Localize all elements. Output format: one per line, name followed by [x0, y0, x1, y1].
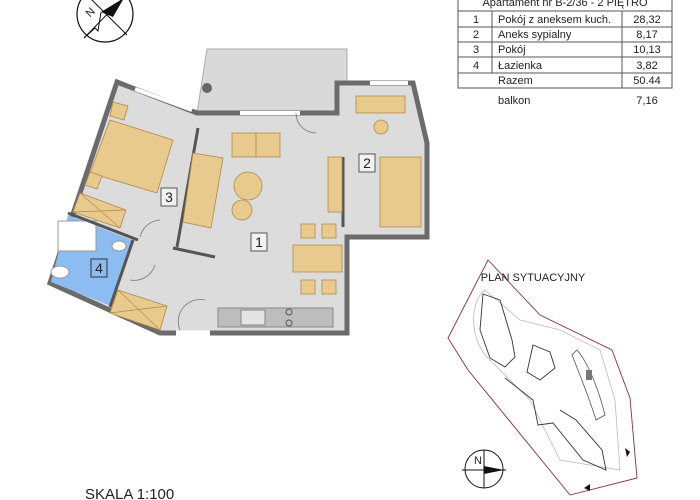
- table-row: 2 Aneks sypialny 8,17: [473, 29, 658, 41]
- svg-text:1: 1: [473, 14, 479, 26]
- svg-text:2: 2: [473, 29, 479, 41]
- svg-text:N: N: [84, 6, 98, 20]
- table-row: 3 Pokój 10,13: [473, 44, 661, 56]
- area-table: Apartament nr B-2/36 - 2 PIĘTRO 1 Pokój …: [457, 0, 673, 107]
- svg-text:Pokój z aneksem kuch.: Pokój z aneksem kuch.: [498, 14, 611, 26]
- svg-text:Apartament nr B-2/36 - 2 PIĘTR: Apartament nr B-2/36 - 2 PIĘTRO: [482, 0, 648, 9]
- svg-text:Razem: Razem: [498, 75, 533, 87]
- balcony: [196, 48, 348, 114]
- svg-text:28,32: 28,32: [633, 14, 661, 26]
- site-plan: PLAN SYTUACYJNY N: [447, 259, 638, 496]
- svg-text:Aneks sypialny: Aneks sypialny: [498, 29, 572, 41]
- svg-text:Łazienka: Łazienka: [498, 60, 543, 72]
- room-labels: 1 2 3 4: [90, 153, 376, 278]
- svg-text:balkon: balkon: [498, 95, 530, 107]
- table-row: 1 Pokój z aneksem kuch. 28,32: [473, 14, 661, 26]
- svg-text:4: 4: [95, 260, 103, 276]
- site-compass-icon: N: [462, 449, 506, 489]
- svg-text:PLAN SYTUACYJNY: PLAN SYTUACYJNY: [481, 272, 586, 284]
- svg-text:3,82: 3,82: [636, 60, 657, 72]
- svg-text:50.44: 50.44: [633, 75, 661, 87]
- svg-text:1: 1: [255, 234, 263, 250]
- svg-text:4: 4: [473, 60, 479, 72]
- svg-text:3: 3: [473, 44, 479, 56]
- scale-label: SKALA 1:100: [85, 486, 174, 500]
- svg-text:7,16: 7,16: [636, 95, 657, 107]
- kitchen-counter: [217, 307, 334, 328]
- svg-text:2: 2: [363, 155, 371, 171]
- svg-text:10,13: 10,13: [633, 44, 661, 56]
- svg-text:8,17: 8,17: [636, 29, 657, 41]
- compass-icon: N: [76, 0, 134, 43]
- svg-text:Pokój: Pokój: [498, 44, 526, 56]
- svg-text:N: N: [474, 455, 482, 467]
- svg-text:3: 3: [165, 189, 173, 205]
- table-row: 4 Łazienka 3,82: [473, 60, 658, 72]
